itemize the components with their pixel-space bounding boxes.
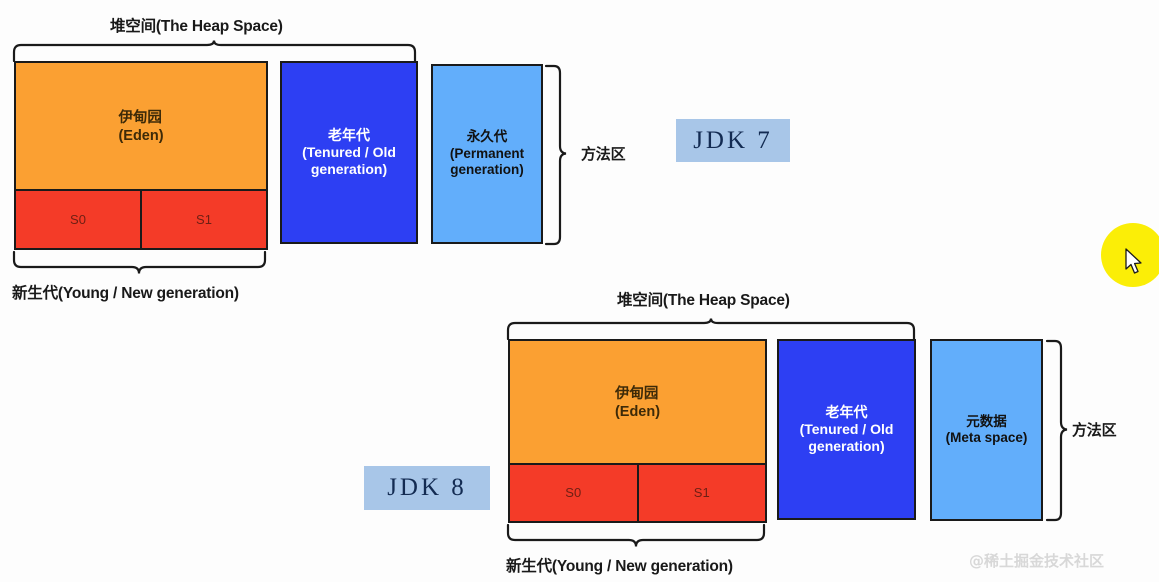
permanent-generation-region-jdk7: 永久代 (Permanent generation)	[431, 64, 543, 244]
survivor1-label-jdk7: S1	[196, 211, 212, 227]
survivor-row-jdk8: S0 S1	[510, 463, 765, 521]
method-area-bracket-jdk8	[1045, 339, 1068, 522]
jdk8-version-badge: JDK 8	[364, 466, 490, 510]
young-generation-caption-jdk8: 新生代(Young / New generation)	[506, 558, 733, 575]
survivor0-region-jdk8: S0	[510, 465, 637, 521]
permanent-generation-label-jdk7: 永久代 (Permanent generation)	[449, 129, 525, 178]
old-generation-region-jdk8: 老年代 (Tenured / Old generation)	[777, 339, 916, 520]
survivor0-label-jdk8: S0	[565, 485, 582, 501]
eden-region-jdk8: 伊甸园 (Eden)	[510, 341, 765, 467]
eden-label-jdk8: 伊甸园 (Eden)	[614, 386, 661, 420]
site-watermark: @稀土掘金技术社区	[969, 552, 1105, 570]
survivor-row-jdk7: S0 S1	[16, 189, 266, 248]
old-generation-label-jdk7: 老年代 (Tenured / Old generation)	[302, 126, 396, 178]
survivor0-region-jdk7: S0	[16, 191, 140, 248]
mouse-pointer-icon	[1125, 248, 1142, 274]
meta-space-region-jdk8: 元数据 (Meta space)	[930, 339, 1043, 521]
meta-space-label-jdk8: 元数据 (Meta space)	[945, 413, 1028, 445]
survivor0-label-jdk7: S0	[70, 211, 86, 227]
method-area-bracket-jdk7	[544, 64, 567, 246]
survivor1-label-jdk8: S1	[693, 485, 710, 501]
eden-label-jdk7: 伊甸园 (Eden)	[118, 110, 164, 144]
survivor1-region-jdk8: S1	[636, 465, 766, 521]
young-generation-block-jdk8: 伊甸园 (Eden) S0 S1	[508, 339, 767, 523]
heap-bracket-jdk8	[506, 318, 916, 340]
young-generation-bracket-jdk8	[506, 524, 766, 547]
eden-region-jdk7: 伊甸园 (Eden)	[16, 63, 266, 193]
young-generation-bracket-jdk7	[12, 251, 267, 274]
jdk7-version-badge: JDK 7	[676, 119, 790, 162]
jdk8-version-badge-label: JDK 8	[387, 474, 467, 501]
old-generation-label-jdk8: 老年代 (Tenured / Old generation)	[799, 403, 894, 455]
jdk7-version-badge-label: JDK 7	[693, 126, 773, 154]
old-generation-region-jdk7: 老年代 (Tenured / Old generation)	[280, 61, 418, 244]
method-area-caption-jdk8: 方法区	[1072, 422, 1117, 439]
survivor1-region-jdk7: S1	[140, 191, 266, 248]
heap-space-caption-jdk8: 堆空间(The Heap Space)	[617, 292, 790, 309]
young-generation-block-jdk7: 伊甸园 (Eden) S0 S1	[14, 61, 268, 250]
heap-space-caption-jdk7: 堆空间(The Heap Space)	[110, 18, 283, 35]
method-area-caption-jdk7: 方法区	[581, 146, 626, 163]
young-generation-caption-jdk7: 新生代(Young / New generation)	[12, 285, 239, 302]
heap-bracket-jdk7	[12, 40, 417, 62]
